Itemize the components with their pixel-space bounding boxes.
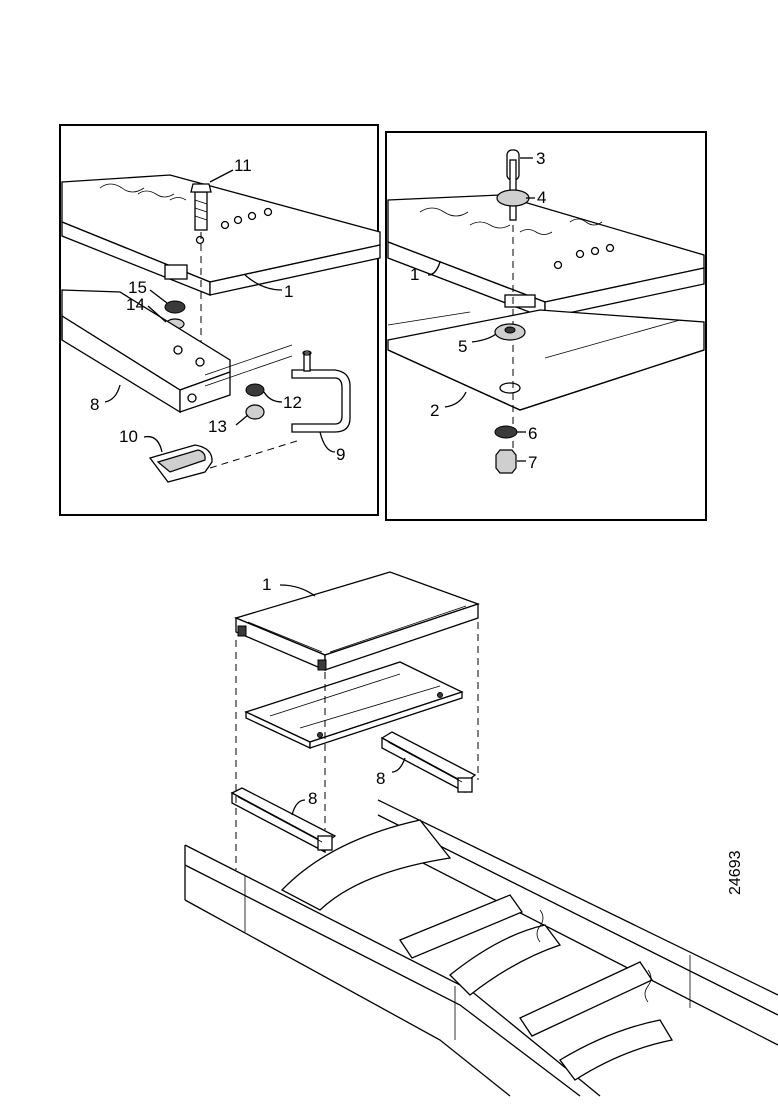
bottom-chassis-frame: [184, 799, 778, 1097]
bottom-bracket-8-left: [230, 787, 337, 854]
right-callouts: 3 4 1 5 2 6 7: [410, 149, 546, 472]
callout-10: 10: [119, 427, 138, 446]
callout-1: 1: [284, 282, 293, 301]
callout-6: 6: [528, 424, 537, 443]
callout-8-right: 8: [376, 769, 385, 788]
right-detail-panel: 3 4 1 5 2 6 7: [385, 131, 707, 521]
left-bracket-8: [61, 289, 231, 414]
callout-12: 12: [283, 393, 302, 412]
right-washer-4: [496, 189, 530, 207]
right-nut-7: [495, 449, 517, 474]
bottom-top-plate: [234, 571, 480, 671]
left-nut-12: [245, 383, 265, 397]
bottom-exploded-view: 1 8 8: [184, 571, 778, 1097]
left-upper-plate: [61, 174, 381, 296]
bottom-middle-plate: [244, 661, 464, 750]
left-nut-13: [245, 404, 265, 420]
callout-8: 8: [90, 395, 99, 414]
callout-7: 7: [528, 453, 537, 472]
drawing-number: 24693: [727, 850, 744, 895]
callout-13: 13: [208, 417, 227, 436]
callout-5: 5: [458, 337, 467, 356]
right-panel-frame: [385, 131, 707, 521]
callout-1-bottom: 1: [262, 575, 271, 594]
left-callouts: 11 1 15 14 8 12 13 10 9: [90, 156, 345, 464]
left-bolt: [190, 183, 212, 400]
callout-11: 11: [234, 156, 252, 175]
callout-15: 15: [128, 278, 147, 297]
callout-9: 9: [336, 445, 345, 464]
left-u-clamp-9: [204, 344, 351, 433]
callout-1-right: 1: [410, 265, 419, 284]
left-detail-panel: 11 1 15 14 8 12 13 10 9: [59, 124, 381, 516]
callout-3: 3: [536, 149, 545, 168]
callout-14: 14: [126, 295, 145, 314]
right-lower-plate: [387, 309, 705, 411]
left-washer-15: [164, 300, 186, 314]
bottom-callouts: 1 8 8: [262, 575, 406, 816]
right-washer-6: [494, 425, 518, 439]
left-panel-frame: [59, 124, 379, 516]
callout-8-left: 8: [308, 789, 317, 808]
right-upper-plate: [387, 194, 705, 319]
right-washer-5-hole: [504, 326, 516, 334]
callout-4: 4: [537, 188, 546, 207]
bottom-bracket-8-right: [380, 731, 477, 794]
callout-2: 2: [430, 401, 439, 420]
left-clip-10: [148, 439, 301, 483]
